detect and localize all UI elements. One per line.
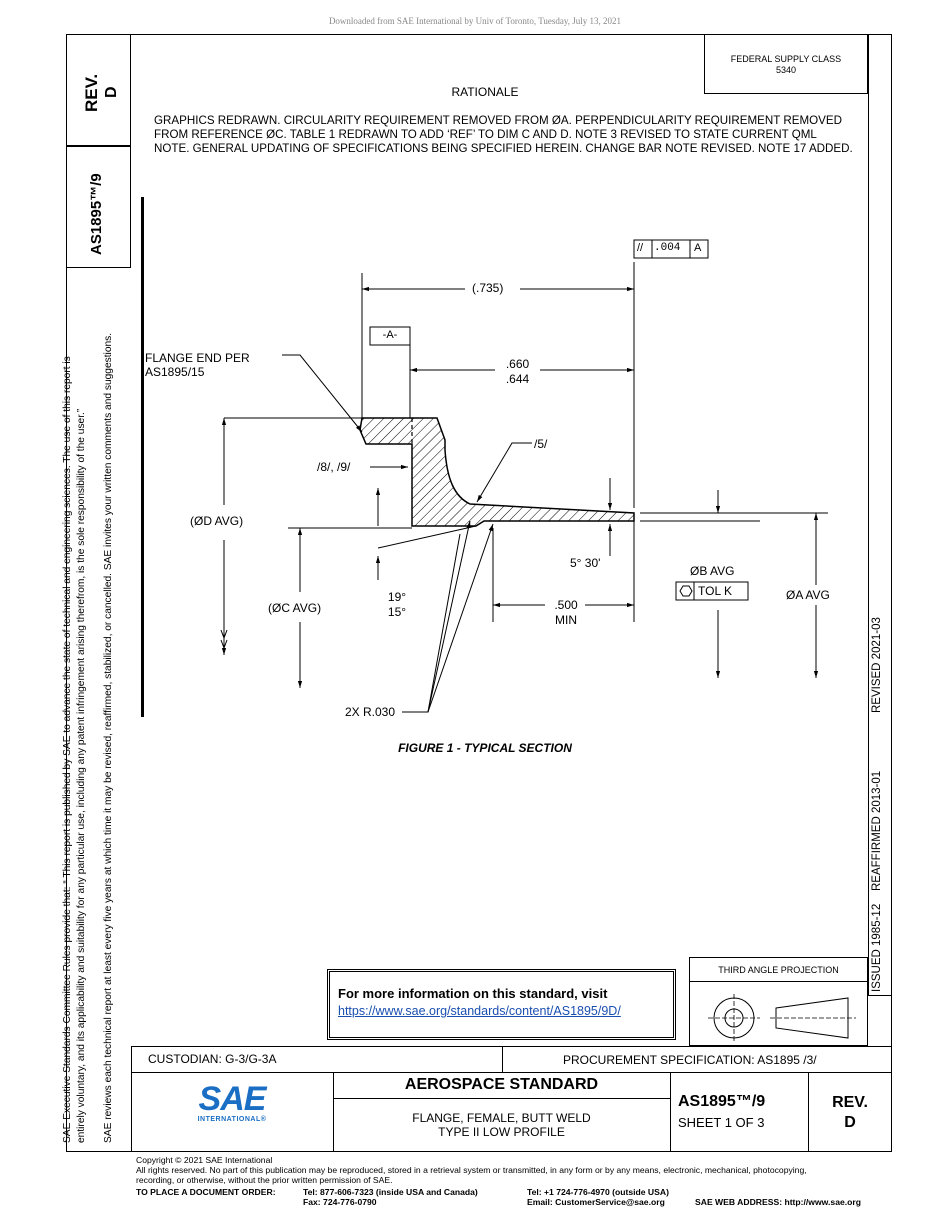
angle-15: 15°	[387, 605, 407, 619]
rights-line1: All rights reserved. No part of this pub…	[136, 1165, 807, 1176]
dim-644: .644	[505, 372, 530, 386]
flange-end-line1: FLANGE END PER	[145, 351, 250, 365]
projection-label: THIRD ANGLE PROJECTION	[718, 965, 839, 975]
rights-line2: recording, or otherwise, without the pri…	[136, 1175, 393, 1186]
rationale-body: GRAPHICS REDRAWN. CIRCULARITY REQUIREMEN…	[154, 114, 853, 155]
doc-number: AS1895™/9	[678, 1093, 766, 1110]
rev-block-label: REV.	[832, 1094, 868, 1111]
flange-section	[359, 417, 635, 527]
footer: Copyright © 2021 SAE International All r…	[136, 1155, 896, 1186]
federal-supply-class: FEDERAL SUPPLY CLASS 5340	[704, 54, 868, 76]
email: Email: CustomerService@sae.org	[527, 1197, 665, 1207]
doc-number-tab	[66, 146, 131, 268]
c-avg-label: (ØC AVG)	[268, 601, 322, 615]
order-contact-2: Tel: +1 724-776-4970 (outside USA) Email…	[527, 1187, 669, 1207]
a-avg-label: ØA AVG	[786, 588, 830, 602]
note-5: /5/	[534, 437, 548, 451]
note-8-9: /8/, /9/	[317, 460, 351, 474]
sae-logo-sub: INTERNATIONAL®	[197, 1116, 267, 1123]
sae-logo: SAE INTERNATIONAL®	[131, 1082, 333, 1123]
tel-international: Tel: +1 724-776-4970 (outside USA)	[527, 1187, 669, 1197]
fax: Fax: 724-776-0790	[303, 1197, 377, 1207]
dates-strip	[868, 34, 892, 996]
sae-logo-text: SAE	[198, 1080, 267, 1118]
title-block	[131, 1046, 892, 1152]
web-address: SAE WEB ADDRESS: http://www.sae.org	[695, 1197, 861, 1207]
custodian: CUSTODIAN: G-3/G-3A	[148, 1052, 277, 1066]
b-avg-label: ØB AVG	[690, 564, 735, 578]
sheet-number: SHEET 1 OF 3	[678, 1115, 765, 1130]
order-contact-1: Tel: 877-606-7323 (inside USA and Canada…	[303, 1187, 478, 1207]
fcf-value: .004	[654, 242, 681, 254]
rev-block: REV. D	[808, 1093, 892, 1133]
title-line2: TYPE II LOW PROFILE	[438, 1125, 565, 1139]
title-line1: FLANGE, FEMALE, BUTT WELD	[412, 1111, 591, 1125]
order-label: TO PLACE A DOCUMENT ORDER:	[136, 1187, 276, 1197]
dim-500-min: .500 MIN	[545, 598, 587, 628]
rev-block-letter: D	[844, 1114, 856, 1131]
dim-min: MIN	[555, 613, 577, 627]
dim-500: .500	[554, 598, 578, 612]
fcf-datum: A	[694, 242, 702, 254]
tel-domestic: Tel: 877-606-7323 (inside USA and Canada…	[303, 1187, 478, 1197]
rev-tab	[66, 34, 131, 146]
d-avg-label: (ØD AVG)	[190, 514, 244, 528]
copyright: Copyright © 2021 SAE International	[136, 1155, 273, 1165]
standard-link[interactable]: https://www.sae.org/standards/content/AS…	[338, 1004, 621, 1018]
radius-note: 2X R.030	[345, 705, 396, 719]
document-title: FLANGE, FEMALE, BUTT WELD TYPE II LOW PR…	[333, 1111, 670, 1139]
flange-end-note: FLANGE END PER AS1895/15	[145, 351, 250, 379]
download-notice: Downloaded from SAE International by Uni…	[328, 16, 622, 26]
parallelism-symbol: //	[637, 242, 644, 254]
federal-supply-label: FEDERAL SUPPLY CLASS	[730, 54, 842, 64]
info-text: For more information on this standard, v…	[338, 986, 608, 1001]
tol-k-label: TOL K	[698, 584, 733, 598]
angle-19: 19°	[387, 590, 407, 604]
change-bar	[141, 197, 144, 717]
dim-660: .660	[505, 357, 530, 371]
angle-19-15: 19° 15°	[382, 590, 412, 620]
dim-735: (.735)	[472, 281, 504, 295]
procurement-spec: PROCUREMENT SPECIFICATION: AS1895 /3/	[563, 1053, 817, 1067]
federal-supply-box	[704, 34, 868, 94]
dim-660-644: .660 .644	[495, 357, 540, 387]
datum-a-label: -A-	[382, 329, 398, 341]
rationale-title: RATIONALE	[451, 85, 519, 99]
figure-caption: FIGURE 1 - TYPICAL SECTION	[398, 741, 572, 755]
flange-end-line2: AS1895/15	[145, 365, 205, 379]
projection-box	[689, 957, 868, 1046]
info-box	[327, 969, 676, 1040]
federal-supply-code: 5340	[775, 65, 797, 75]
angle-5-30: 5° 30'	[570, 556, 601, 570]
document-type: AEROSPACE STANDARD	[404, 1076, 599, 1093]
